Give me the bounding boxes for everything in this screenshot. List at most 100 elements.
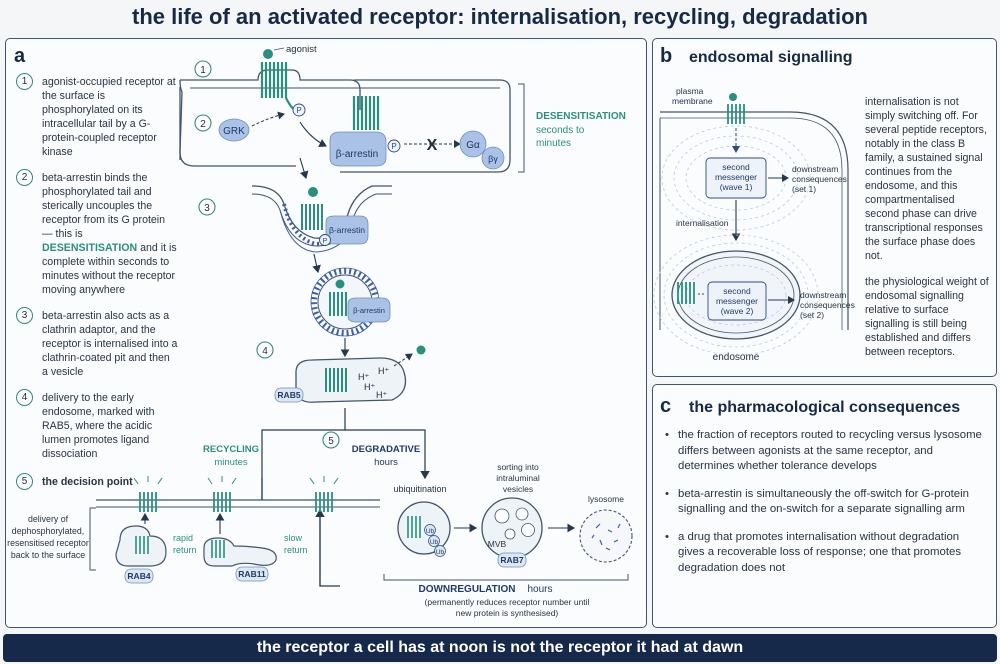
agonist-dot	[729, 93, 737, 101]
phospho-badge: P	[292, 103, 306, 117]
recycling-label: RECYCLING	[203, 444, 259, 455]
g-alpha-label: Gα	[466, 140, 480, 151]
second-messenger-label: (wave 1)	[720, 182, 753, 192]
recycled-receptor	[139, 492, 333, 512]
agonist-dot	[308, 187, 318, 197]
slow-return-line	[319, 510, 340, 587]
agonist-pointer	[273, 47, 285, 51]
downregulation-bracket	[383, 574, 629, 581]
downregulation-note: new protein is synthesised)	[456, 608, 559, 618]
downstream-label: (set 1)	[792, 184, 816, 194]
phospho-label: P	[391, 142, 396, 151]
to-pit-arrow	[299, 157, 309, 180]
sorting-label: intraluminal	[496, 473, 540, 483]
phospho-badge: P	[319, 234, 331, 246]
diagram-step-1: 1	[194, 60, 212, 78]
receptor-in-endosome	[325, 368, 347, 392]
beta-arrestin-label: β-arrestin	[329, 225, 365, 235]
beta-arrestin-protein: β-arrestin	[347, 297, 391, 323]
diagram-step-4: 4	[256, 341, 274, 359]
second-messenger-box-2: second messenger (wave 2)	[707, 281, 767, 321]
downregulation-time: hours	[527, 584, 552, 595]
rab7-badge: RAB7	[497, 552, 527, 568]
page-title: the life of an activated receptor: inter…	[132, 4, 868, 29]
downstream-label: (set 2)	[800, 310, 824, 320]
slow-return-label-2: return	[284, 545, 308, 555]
rab5-label: RAB5	[277, 390, 300, 400]
receptor-surface-b	[727, 104, 745, 124]
released-agonist-dot	[416, 345, 426, 355]
downstream-label: downstream	[800, 290, 846, 300]
desensitisation-time-2: minutes	[536, 138, 571, 149]
ligand-release-arrow	[393, 353, 413, 367]
rab7-label: RAB7	[500, 555, 523, 565]
receptor-in-pit	[301, 204, 323, 230]
phospho-label: P	[296, 106, 301, 115]
agonist-label: agonist	[286, 44, 317, 55]
ub-label: Ub	[436, 549, 445, 556]
beta-arrestin-label: β-arrestin	[353, 306, 385, 315]
panel-c-title: the pharmacological consequences	[689, 399, 961, 416]
svg-text:1: 1	[200, 65, 206, 76]
downstream-label: consequences	[800, 300, 855, 310]
ubiquitination-label: ubiquitination	[393, 484, 446, 494]
proton-label: H⁺	[358, 372, 369, 382]
panel-b-paragraph-2: the physiological weight of endosomal si…	[865, 276, 989, 358]
panel-c-bullet-list: the fraction of receptors routed to recy…	[662, 428, 987, 588]
step-2-text-pre: beta-arrestin binds the phosphorylated t…	[42, 172, 166, 240]
recycle-note-line: resensitised receptor	[7, 538, 89, 548]
step-2-number: 2	[16, 169, 33, 186]
step-5-number: 5	[16, 473, 33, 490]
cell-outline-right	[340, 79, 511, 173]
endosome-label: endosome	[713, 352, 760, 363]
desensitisation-time-1: seconds to	[536, 125, 585, 136]
decision-line-right	[345, 429, 430, 480]
steps-list: 1 agonist-occupied receptor at the surfa…	[16, 73, 178, 490]
phospho-label: P	[322, 236, 327, 245]
panel-b-label: b	[660, 45, 673, 67]
panel-b-description: internalisation is not simply switching …	[865, 95, 991, 359]
beta-arrestin-protein: β-arrestin	[325, 215, 369, 245]
internalisation-label: internalisation	[676, 218, 729, 228]
recycle-note-line: back to the surface	[11, 550, 85, 560]
recycle-note-line: delivery of	[28, 514, 69, 524]
mvb-label: MVB	[488, 539, 507, 549]
lysosome	[579, 509, 633, 563]
diagram-step-5: 5	[322, 431, 340, 449]
step-2-text-post: and it is complete within seconds to min…	[42, 242, 177, 296]
sorting-label: vesicles	[503, 484, 533, 494]
step-4-number: 4	[16, 389, 33, 406]
svg-text:3: 3	[204, 203, 210, 214]
receptor-desensitised	[352, 96, 380, 130]
slow-return-label-1: slow	[284, 533, 303, 543]
step-5: 5 the decision point	[16, 473, 178, 490]
receptor-ubiquitinated	[407, 516, 421, 538]
panel-b-paragraph-1: internalisation is not simply switching …	[865, 96, 987, 262]
diagram-step-3: 3	[198, 198, 216, 216]
degradative-time: hours	[374, 457, 398, 468]
second-messenger-box-1: second messenger (wave 1)	[705, 157, 767, 199]
step-3-text: beta-arrestin also acts as a clathrin ad…	[42, 310, 178, 378]
step-3-number: 3	[16, 307, 33, 324]
downregulation-note: (permanently reduces receptor number unt…	[425, 597, 590, 607]
step-2-highlight: DESENSITISATION	[42, 242, 138, 254]
g-beta-gamma-label: βγ	[488, 154, 498, 164]
second-messenger-label: messenger	[716, 296, 758, 306]
second-messenger-label: messenger	[715, 172, 757, 182]
recycling-time: minutes	[214, 457, 248, 468]
beta-arrestin-protein: β-arrestin	[329, 131, 387, 167]
diagram-step-2: 2	[194, 114, 212, 132]
second-messenger-label: second	[722, 162, 750, 172]
ub-label: Ub	[426, 528, 435, 535]
rab5-badge: RAB5	[274, 387, 304, 403]
ubiquitin-tag: Ub Ub Ub	[424, 524, 446, 557]
degradative-label: DEGRADATIVE	[352, 444, 420, 455]
receptor-in-rab11	[211, 540, 225, 558]
svg-text:5: 5	[328, 436, 334, 447]
panel-b-cell	[659, 111, 849, 330]
early-endosome	[295, 357, 407, 403]
desensitisation-bracket	[518, 83, 525, 173]
rab11-label: RAB11	[238, 569, 266, 579]
sorting-label: sorting into	[497, 462, 539, 472]
to-vesicle-arrow	[312, 253, 321, 274]
